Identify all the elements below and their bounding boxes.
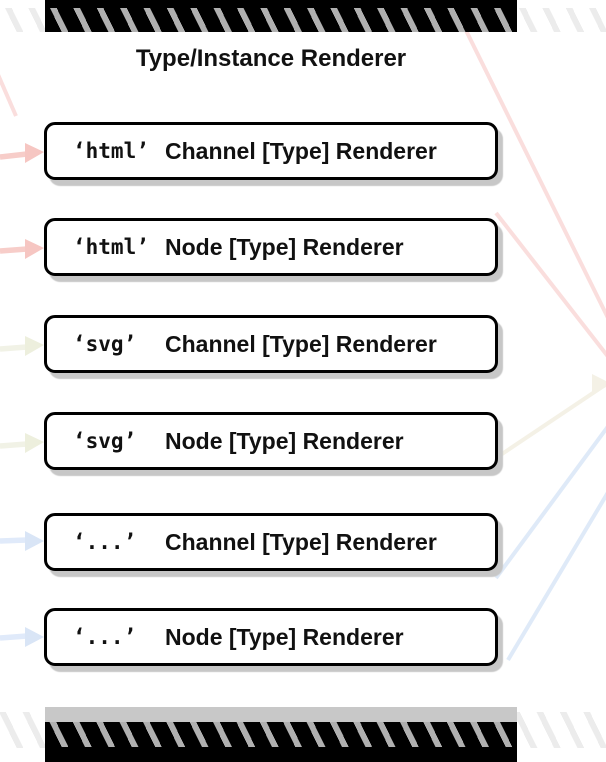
arrow-right-icon — [25, 627, 44, 647]
renderer-type-label: Node [Type] Renderer — [165, 427, 404, 454]
renderer-code-label: ‘svg’ — [73, 332, 137, 356]
renderer-code-label: ‘svg’ — [73, 429, 137, 453]
renderer-type-label: Channel [Type] Renderer — [165, 137, 437, 164]
renderer-box-other-channel: ‘...’ Channel [Type] Renderer — [44, 513, 498, 571]
connector-line-html — [448, 0, 606, 319]
arrow-right-icon — [25, 433, 44, 453]
arrow-right-icon — [25, 531, 44, 551]
connector-line-other — [0, 537, 28, 544]
renderer-box-svg-node: ‘svg’ Node [Type] Renderer — [44, 412, 498, 470]
renderer-code-label: ‘html’ — [73, 235, 149, 259]
page-title: Type/Instance Renderer — [135, 45, 407, 72]
renderer-type-label: Channel [Type] Renderer — [165, 330, 437, 357]
hatched-bar-bottom — [45, 722, 517, 762]
connector-line-svg — [494, 381, 606, 460]
renderer-box-html-node: ‘html’ Node [Type] Renderer — [44, 218, 498, 276]
connector-line-other — [494, 425, 606, 580]
renderer-code-label: ‘...’ — [73, 530, 137, 554]
arrow-right-icon — [25, 336, 44, 356]
renderer-box-html-channel: ‘html’ Channel [Type] Renderer — [44, 122, 498, 180]
connector-line-html — [494, 211, 606, 358]
arrow-right-icon — [25, 239, 44, 259]
connector-line-html — [0, 74, 18, 117]
connector-line-html — [0, 151, 28, 160]
hatched-bar-top — [45, 0, 517, 32]
diagonal-stripes — [45, 722, 517, 747]
connector-line-html — [0, 246, 28, 254]
connector-line-other — [0, 633, 28, 641]
renderer-box-other-node: ‘...’ Node [Type] Renderer — [44, 608, 498, 666]
renderer-code-label: ‘html’ — [73, 139, 149, 163]
renderer-type-label: Node [Type] Renderer — [165, 233, 404, 260]
diagonal-stripes — [45, 8, 517, 32]
connector-line-svg — [0, 441, 28, 449]
renderer-type-label: Channel [Type] Renderer — [165, 528, 437, 555]
renderer-box-svg-channel: ‘svg’ Channel [Type] Renderer — [44, 315, 498, 373]
renderer-code-label: ‘...’ — [73, 625, 137, 649]
connector-line-svg — [0, 344, 28, 352]
arrow-right-icon — [592, 374, 606, 394]
connector-line-other — [506, 491, 606, 662]
gray-band — [45, 707, 517, 722]
renderer-type-label: Node [Type] Renderer — [165, 623, 404, 650]
arrow-right-icon — [25, 143, 44, 163]
